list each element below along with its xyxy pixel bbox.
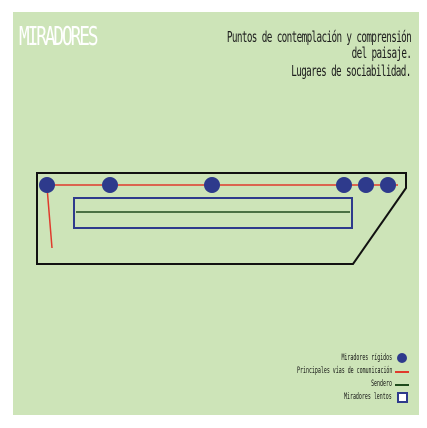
legend-item: Principales vías de comunicación xyxy=(219,365,409,377)
rigid-viewpoint-dot xyxy=(336,177,352,193)
legend-label: Miradores rígidos xyxy=(341,353,392,363)
description-line-1: Puntos de contemplación y comprensión xyxy=(226,28,412,46)
rigid-viewpoint-dot xyxy=(380,177,396,193)
site-outline xyxy=(36,172,407,265)
site-plan-diagram xyxy=(36,172,407,265)
rigid-viewpoint-dot xyxy=(358,177,374,193)
slow-viewpoint-rect xyxy=(73,197,353,229)
blue-dot-icon xyxy=(395,352,409,364)
description-line-2: del paisaje. xyxy=(351,44,411,62)
rigid-viewpoint-dot xyxy=(204,177,220,193)
legend: Miradores rígidos Principales vías de co… xyxy=(219,352,409,404)
rigid-viewpoint-dot xyxy=(39,177,55,193)
legend-label: Miradores lentos xyxy=(344,392,392,402)
blue-square-icon xyxy=(395,391,409,403)
road-line-diagonal xyxy=(46,186,53,249)
rigid-viewpoint-dot xyxy=(102,177,118,193)
red-line-icon xyxy=(395,365,409,377)
legend-item: Miradores rígidos xyxy=(219,352,409,364)
legend-item: Miradores lentos xyxy=(219,391,409,403)
legend-item: Sendero xyxy=(219,378,409,390)
legend-label: Principales vías de comunicación xyxy=(296,366,392,376)
description-line-3: Lugares de sociabilidad. xyxy=(291,62,411,80)
diagram-panel: MIRADORES Puntos de contemplación y comp… xyxy=(13,12,419,415)
page-title: MIRADORES xyxy=(19,22,98,52)
green-line-icon xyxy=(395,378,409,390)
legend-label: Sendero xyxy=(371,379,392,389)
